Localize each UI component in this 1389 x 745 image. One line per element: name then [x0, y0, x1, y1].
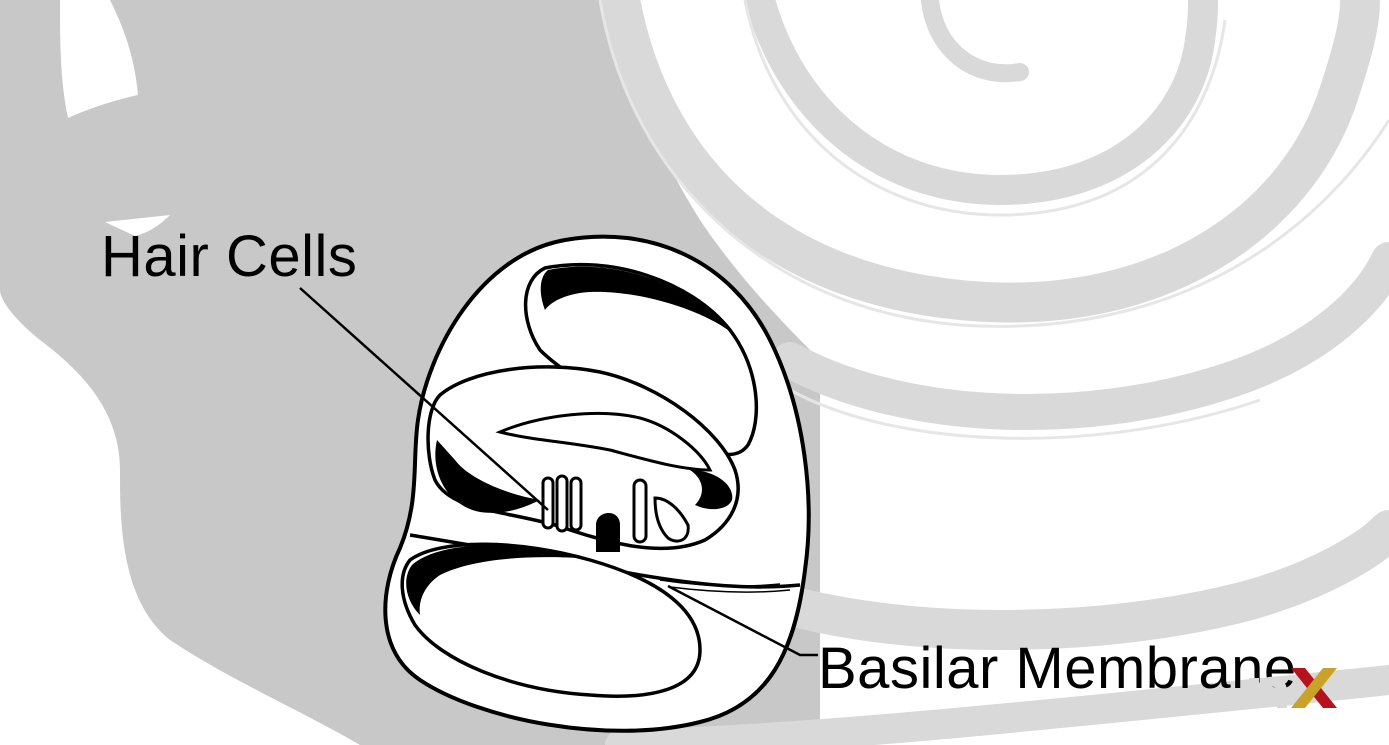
cochlea-spiral — [600, 0, 1389, 745]
tectorial-membrane — [495, 411, 713, 472]
hair-cells-label: Hair Cells — [101, 224, 358, 289]
basilar-fibers — [659, 579, 791, 593]
logo-x-right — [1291, 668, 1337, 708]
middle-chamber-shading-right — [690, 470, 733, 510]
tunnel-of-corti — [596, 512, 620, 552]
lower-chamber-shading — [406, 545, 580, 615]
lower-chamber — [400, 542, 702, 698]
logo-n — [1249, 676, 1287, 708]
silhouette-notch-2 — [105, 215, 170, 236]
hair-cells-leader — [299, 287, 549, 511]
silhouette-notch — [60, 0, 138, 118]
spiral-edge-lines — [598, 0, 1389, 440]
basilar-membrane-label: Basilar Membrane — [818, 636, 1297, 701]
nx-logo — [1249, 668, 1337, 708]
upper-chamber-shading — [540, 266, 728, 330]
basilar-leader — [667, 584, 818, 657]
hair-cells — [541, 474, 690, 544]
middle-chamber-shading-left — [435, 440, 540, 513]
